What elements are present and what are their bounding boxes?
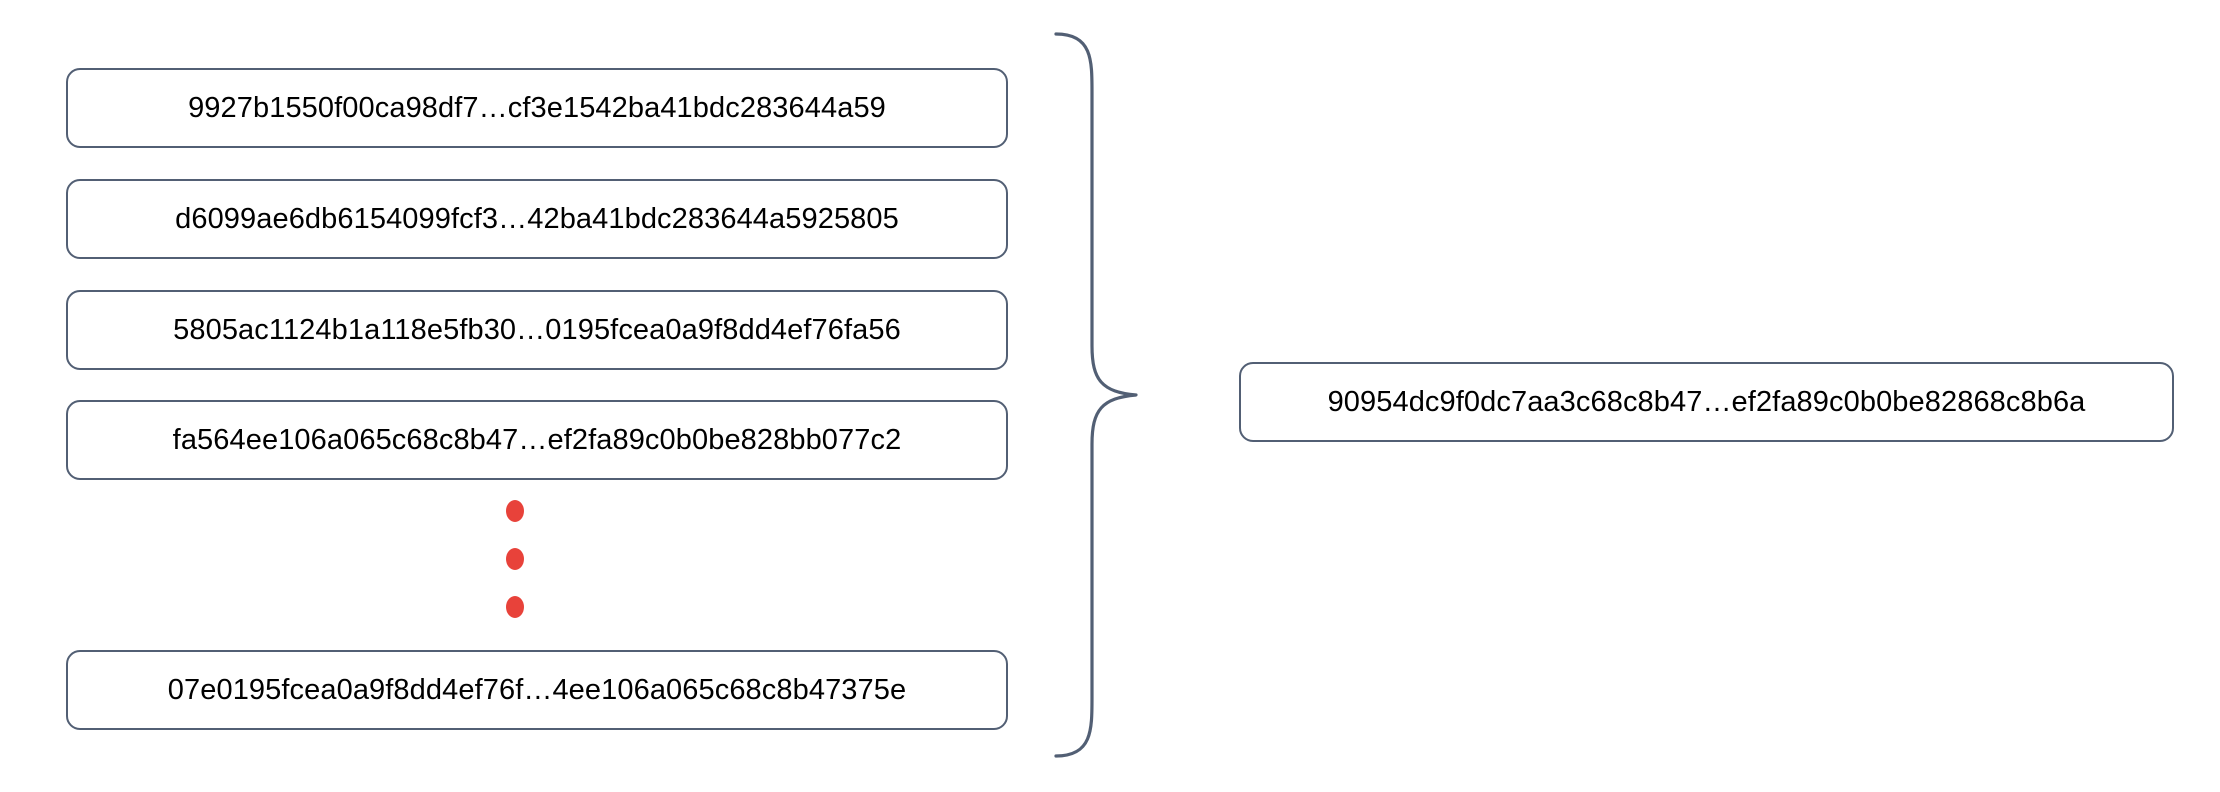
hash-box-input-1[interactable]: 9927b1550f00ca98df7…cf3e1542ba41bdc28364… [66, 68, 1008, 148]
hash-box-input-5[interactable]: 07e0195fcea0a9f8dd4ef76f…4ee106a065c68c8… [66, 650, 1008, 730]
hash-box-input-4[interactable]: fa564ee106a065c68c8b47…ef2fa89c0b0be828b… [66, 400, 1008, 480]
hash-label: 07e0195fcea0a9f8dd4ef76f…4ee106a065c68c8… [167, 673, 907, 706]
hash-box-input-2[interactable]: d6099ae6db6154099fcf3…42ba41bdc283644a59… [66, 179, 1008, 259]
hash-label: 5805ac1124b1a118e5fb30…0195fcea0a9f8dd4e… [173, 313, 901, 346]
hash-box-output-root[interactable]: 90954dc9f0dc7aa3c68c8b47…ef2fa89c0b0be82… [1239, 362, 2174, 442]
curly-brace-icon [1040, 30, 1160, 760]
hash-label: fa564ee106a065c68c8b47…ef2fa89c0b0be828b… [172, 423, 902, 456]
hash-label: 90954dc9f0dc7aa3c68c8b47…ef2fa89c0b0be82… [1327, 385, 2086, 418]
ellipsis-dot [506, 548, 524, 570]
ellipsis-dot [506, 500, 524, 522]
hash-box-input-3[interactable]: 5805ac1124b1a118e5fb30…0195fcea0a9f8dd4e… [66, 290, 1008, 370]
vertical-ellipsis-icon [500, 500, 540, 630]
hash-label: d6099ae6db6154099fcf3…42ba41bdc283644a59… [175, 202, 899, 235]
ellipsis-dot [506, 596, 524, 618]
hash-label: 9927b1550f00ca98df7…cf3e1542ba41bdc28364… [188, 91, 886, 124]
